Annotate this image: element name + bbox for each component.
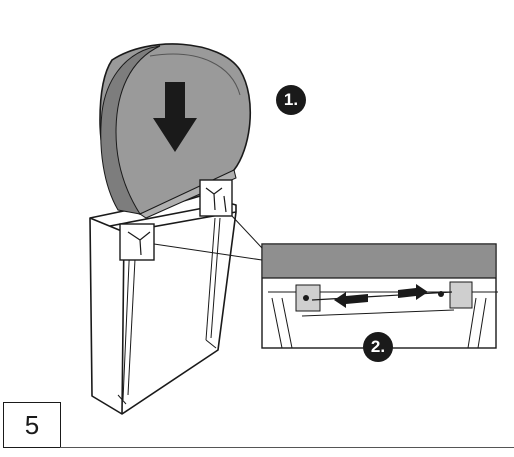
down-arrow-icon <box>153 82 197 152</box>
appliance-body <box>89 194 237 415</box>
hinge-detail-view <box>261 243 498 349</box>
callout-step-2: 2. <box>363 332 393 362</box>
hinge-highlight-left <box>119 223 155 261</box>
step-baseline <box>60 447 514 448</box>
hinge-highlight-right <box>199 179 233 217</box>
detail-leader-lines <box>153 215 263 261</box>
callout-step-1: 1. <box>276 85 306 115</box>
right-arrow-icon <box>398 284 428 300</box>
step-number-box: 5 <box>3 402 61 448</box>
left-arrow-icon <box>334 292 368 308</box>
step-number: 5 <box>24 409 40 440</box>
